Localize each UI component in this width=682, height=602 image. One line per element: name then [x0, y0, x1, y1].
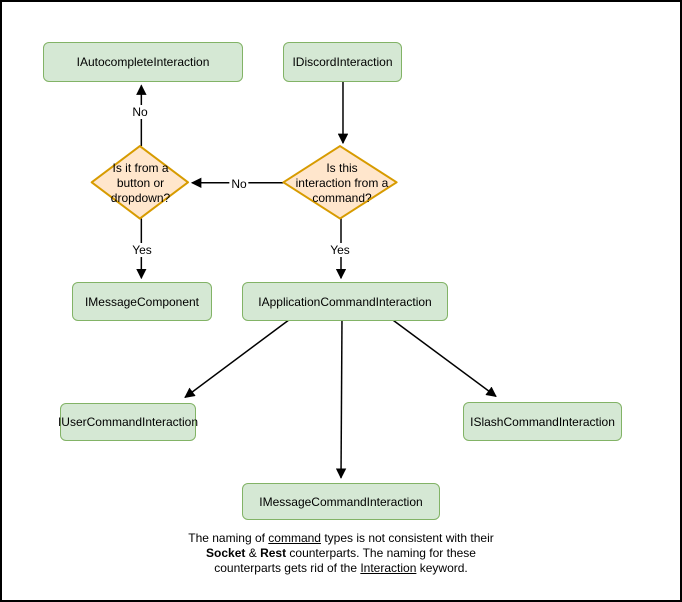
caption-text-segment-underlined: command [268, 531, 321, 545]
caption-line-3: counterparts gets rid of the Interaction… [2, 561, 680, 576]
caption-text-segment: The naming of [188, 531, 269, 545]
edge-label-no-mid: No [229, 177, 249, 191]
caption-text-segment: keyword. [416, 561, 468, 575]
caption-text-segment-bold: Rest [260, 546, 287, 560]
edge-application-command-to-user-command [184, 318, 291, 398]
caption-text-segment: types is not consistent with their [320, 531, 494, 545]
edge-label-yes-left: Yes [130, 243, 154, 257]
caption-text-segment-underlined: Interaction [360, 561, 417, 575]
edge-application-command-to-slash-command [392, 319, 497, 397]
node-label: IApplicationCommandInteraction [258, 294, 432, 309]
node-label: IDiscordInteraction [292, 55, 393, 69]
node-label: IAutocompleteInteraction [76, 55, 210, 69]
edge-label-no-top: No [130, 105, 150, 119]
decision-label-button-or-dropdown: Is it from a button or dropdown? [110, 161, 171, 205]
caption-text-segment: & [245, 546, 261, 560]
node-label: IMessageCommandInteraction [259, 494, 423, 509]
decision-label-from-command: Is this interaction from a command? [295, 161, 389, 205]
diagram-caption: The naming of command types is not consi… [2, 531, 680, 576]
edge-label-yes-right: Yes [328, 243, 352, 257]
node-label: ISlashCommandInteraction [470, 414, 615, 429]
node-iuser-command-interaction: IUserCommandInteraction [57, 403, 199, 441]
node-imessage-component: IMessageComponent [72, 282, 212, 321]
decision-diamond-button-or-dropdown [90, 145, 190, 220]
caption-text-segment: counterparts. The naming for these [286, 546, 476, 560]
node-label: IUserCommandInteraction [57, 415, 199, 429]
caption-text-segment: counterparts gets rid of the [214, 561, 361, 575]
node-iautocomplete-interaction: IAutocompleteInteraction [43, 42, 243, 82]
caption-line-2: Socket & Rest counterparts. The naming f… [2, 546, 680, 561]
caption-line-1: The naming of command types is not consi… [2, 531, 680, 546]
decision-diamond-from-command [282, 145, 398, 220]
node-imessage-command-interaction: IMessageCommandInteraction [242, 483, 440, 520]
node-label: IMessageComponent [84, 294, 200, 309]
caption-text-segment-bold: Socket [206, 546, 246, 560]
node-idiscord-interaction: IDiscordInteraction [283, 42, 402, 82]
node-islash-command-interaction: ISlashCommandInteraction [463, 402, 622, 441]
edge-application-command-to-message-command [335, 318, 347, 479]
node-iapplication-command-interaction: IApplicationCommandInteraction [242, 282, 448, 321]
